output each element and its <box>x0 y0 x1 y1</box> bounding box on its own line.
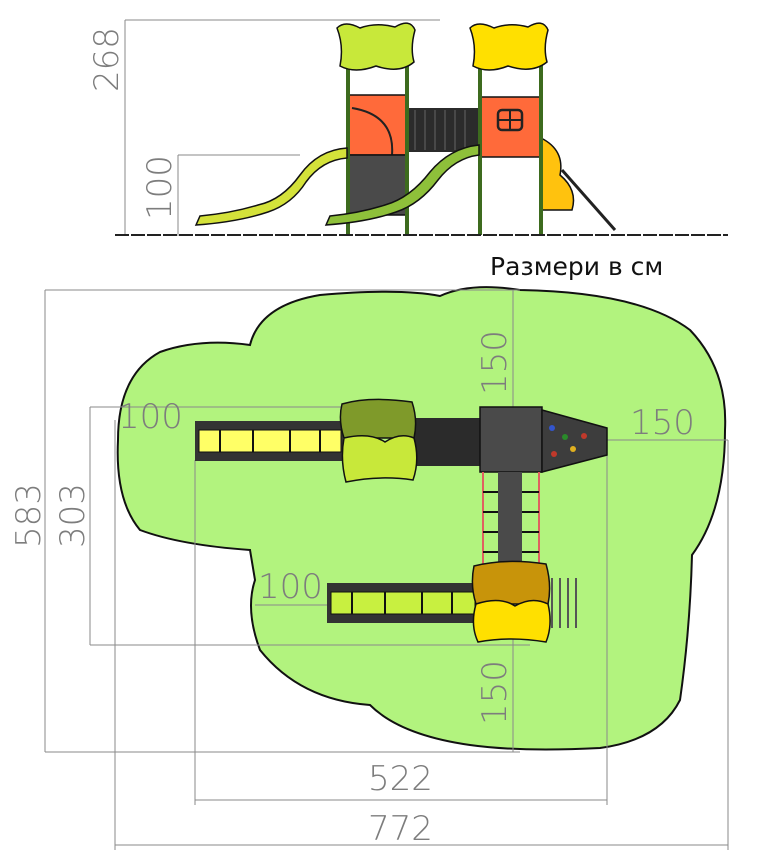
slide-1-bed <box>198 429 342 453</box>
safety-zone <box>116 286 727 751</box>
top-view: 583 303 150 150 100 100 150 522 772 <box>9 286 729 850</box>
slide-2 <box>324 144 480 226</box>
side-view: 268 100 Размери в см <box>87 19 728 281</box>
platform-height-label: 100 <box>140 155 180 220</box>
tower2-roof-top-front <box>472 599 551 643</box>
bridge-deck <box>498 472 522 567</box>
right-clearance-label: 150 <box>630 403 695 443</box>
width-total-label: 772 <box>368 809 433 849</box>
tower1-roof-top-front <box>341 435 418 483</box>
tower1-arch <box>351 107 394 156</box>
height-total-label: 268 <box>87 27 127 92</box>
units-caption: Размери в см <box>490 252 663 281</box>
depth-total-label: 583 <box>9 483 49 548</box>
climbing-wall-top <box>541 409 608 473</box>
tunnel <box>407 108 479 152</box>
slide1-clearance-label: 100 <box>118 397 183 437</box>
tower1-roof <box>336 22 416 71</box>
tower1-orange-panel <box>346 94 408 156</box>
depth-structure-label: 303 <box>53 483 93 548</box>
width-structure-label: 522 <box>368 759 433 799</box>
slide-1 <box>194 147 348 226</box>
top-clearance-label: 150 <box>475 330 515 395</box>
tower2-roof-top-back <box>471 560 551 605</box>
tunnel-top <box>412 418 482 466</box>
tower2-roof <box>469 22 549 71</box>
bottom-clearance-label: 150 <box>475 660 515 725</box>
tower1-roof-top-back <box>339 398 417 439</box>
platform-top <box>479 406 543 473</box>
slide2-clearance-label: 100 <box>258 567 323 607</box>
climbing-wall <box>540 136 575 211</box>
side-ladder <box>560 169 617 231</box>
